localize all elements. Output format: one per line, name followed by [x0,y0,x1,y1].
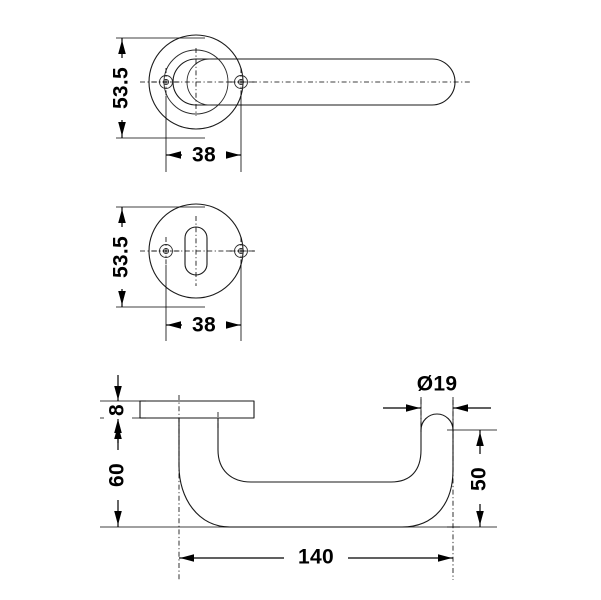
dimension-label-rose-thickness: 8 [106,404,129,416]
bottom-lever-end-cap [420,413,454,431]
dimension-label-top-width: 38 [192,144,216,167]
dimension-lever-projection: 60 [100,423,460,528]
bottom-rose-plate [139,400,255,419]
top-left-fixing-hole [152,68,180,96]
view-top-lever-on-rose: 53.5 38 [107,34,470,172]
dimension-label-mid-height: 53.5 [110,236,133,278]
dimension-mid-height: 53.5 [107,206,205,308]
top-lever-bar [172,58,456,106]
dimension-lever-diameter: Ø19 [383,371,491,432]
dimension-top-height: 53.5 [107,37,205,139]
dimension-mid-width: 38 [165,265,242,341]
dimension-lever-length: 140 [179,544,453,571]
dimension-label-mid-width: 38 [192,314,216,337]
bottom-lever-inner-profile [217,417,422,483]
dimension-label-top-height: 53.5 [110,67,133,109]
bottom-lever-outer-profile [178,417,454,528]
dimension-label-lever-projection: 60 [106,463,129,487]
view-bottom-side-elevation: 8 60 Ø19 [100,371,497,580]
dimension-label-lever-length: 140 [298,546,334,569]
dimension-label-grip-height: 50 [468,467,491,491]
view-middle-key-escutcheon: 53.5 38 [107,203,255,341]
dimension-label-lever-diameter: Ø19 [417,373,458,396]
dimension-grip-height: 50 [447,429,497,528]
top-right-fixing-hole [227,68,255,96]
dimension-top-width: 38 [165,96,242,172]
mid-right-fixing-hole [227,237,255,265]
dimension-rose-thickness: 8 [100,375,146,443]
mid-left-fixing-hole [152,237,180,265]
